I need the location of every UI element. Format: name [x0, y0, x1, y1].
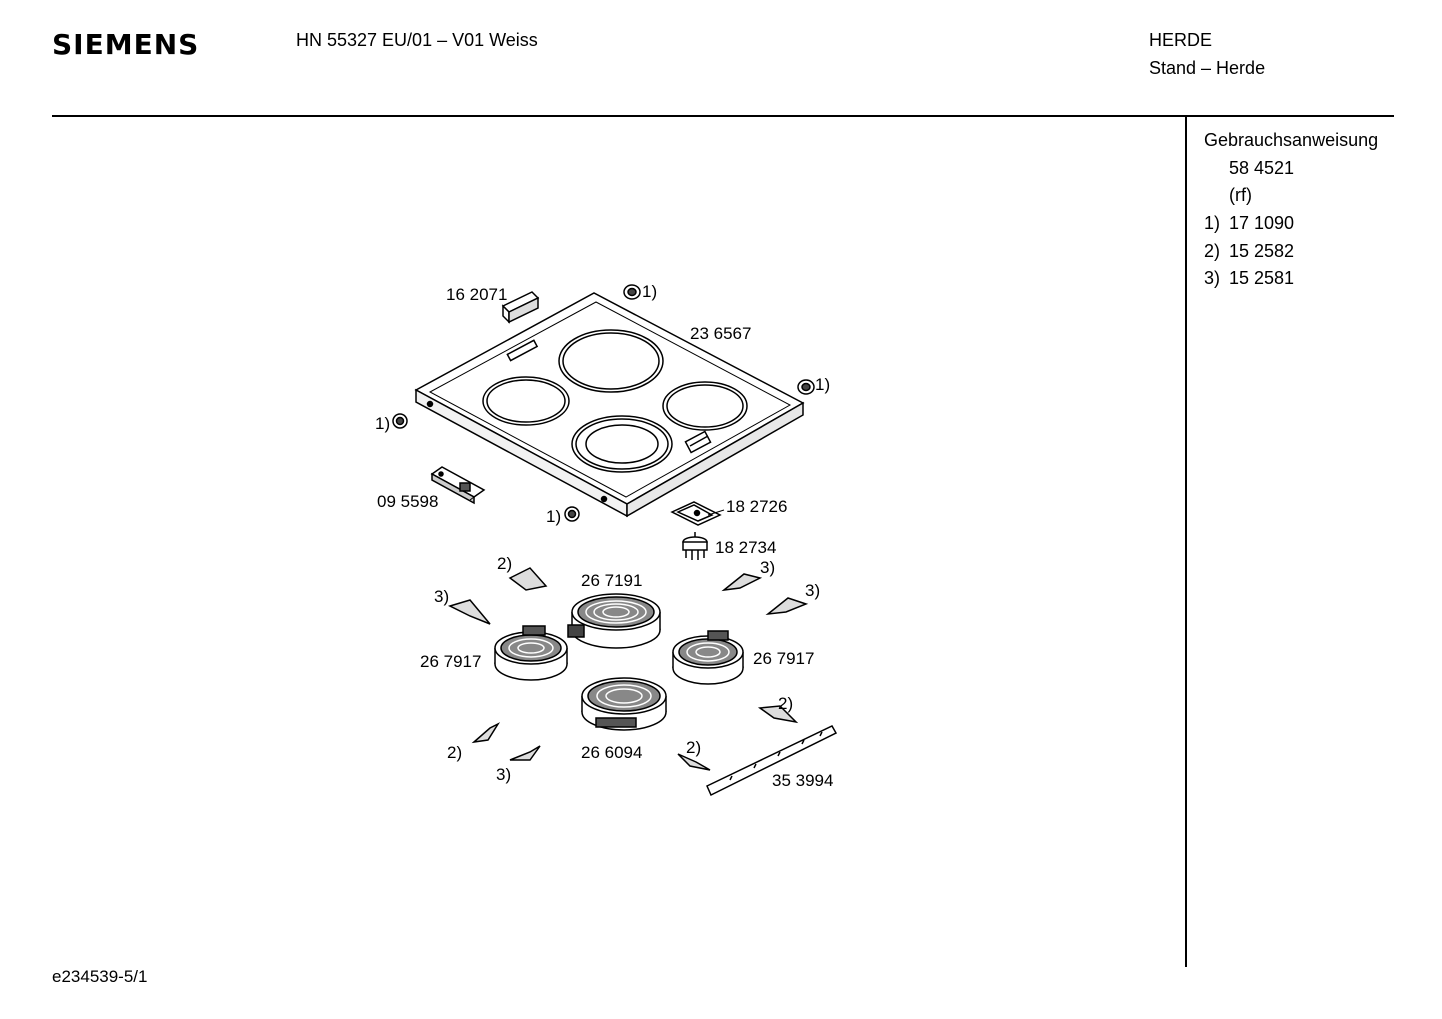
bracket-162071 — [501, 291, 540, 324]
ref-marker: 3) — [760, 558, 775, 577]
strip-353994 — [706, 725, 838, 797]
mounting-clip-icon — [721, 573, 763, 592]
leader-lines — [469, 493, 725, 516]
part-label: 35 3994 — [772, 771, 833, 790]
heating-element-266094 — [581, 677, 667, 731]
ref-marker: 2) — [778, 694, 793, 713]
sidebar-doc-note: (rf) — [1229, 185, 1252, 205]
sidebar-title: Gebrauchsanweisung — [1204, 130, 1379, 150]
part-label: 26 7917 — [420, 652, 481, 671]
ref-marker: 1) — [815, 375, 830, 394]
ref-marker: 1) — [546, 507, 561, 526]
cooktop-panel — [414, 292, 805, 518]
ref-marker: 2) — [447, 743, 462, 762]
sidebar-divider — [1185, 115, 1187, 967]
sidebar-ref-number: 15 2582 — [1229, 241, 1295, 261]
mounting-clip-icon — [471, 722, 501, 744]
sidebar-doc-number: 58 4521 — [1229, 158, 1295, 178]
brand-logo: SIEMENS — [52, 28, 200, 61]
part-label: 26 7917 — [753, 649, 814, 668]
part-label: 18 2734 — [715, 538, 776, 557]
plate-182726 — [670, 501, 722, 526]
sidebar-ref-marker: 2) — [1204, 241, 1221, 261]
hinge-bracket-095598 — [430, 466, 486, 505]
ref-marker: 3) — [805, 581, 820, 600]
category-label: HERDE — [1149, 30, 1213, 50]
mounting-clip-icon — [677, 753, 711, 771]
part-label: 09 5598 — [377, 492, 438, 511]
mounting-clip-icon — [765, 597, 809, 616]
sidebar-ref-marker: 1) — [1204, 213, 1221, 233]
ref-marker: 2) — [497, 554, 512, 573]
model-title: HN 55327 EU/01 – V01 Weiss — [296, 30, 538, 50]
heating-element-267191 — [567, 593, 661, 649]
mounting-clip-icon — [757, 705, 799, 724]
part-label: 18 2726 — [726, 497, 787, 516]
part-label: 23 6567 — [690, 324, 751, 343]
sidebar-ref-number: 17 1090 — [1229, 213, 1295, 233]
connector-182734 — [682, 532, 708, 560]
part-label: 26 7191 — [581, 571, 642, 590]
heating-element-267917-left — [494, 625, 568, 681]
sidebar-ref-marker: 3) — [1204, 268, 1221, 288]
ref-marker: 1) — [375, 414, 390, 433]
grommet-icon — [392, 413, 408, 429]
mounting-clip-icon — [508, 567, 548, 591]
mounting-clip-icon — [447, 599, 491, 625]
ref-marker: 1) — [642, 282, 657, 301]
subcategory-label: Stand – Herde — [1149, 58, 1266, 78]
grommet-icon — [564, 506, 580, 522]
grommet-icon — [623, 284, 641, 300]
header-divider — [52, 115, 1394, 117]
part-label: 16 2071 — [446, 285, 507, 304]
control-symbol-icon — [684, 430, 712, 454]
sidebar-ref-number: 15 2581 — [1229, 268, 1295, 288]
grommet-icon — [797, 379, 815, 395]
ref-marker: 3) — [434, 587, 449, 606]
ref-marker: 3) — [496, 765, 511, 784]
document-code: e234539-5/1 — [52, 967, 148, 986]
mounting-clip-icon — [509, 745, 541, 761]
ref-marker: 2) — [686, 738, 701, 757]
heating-element-267917-right — [672, 630, 744, 685]
part-label: 26 6094 — [581, 743, 642, 762]
